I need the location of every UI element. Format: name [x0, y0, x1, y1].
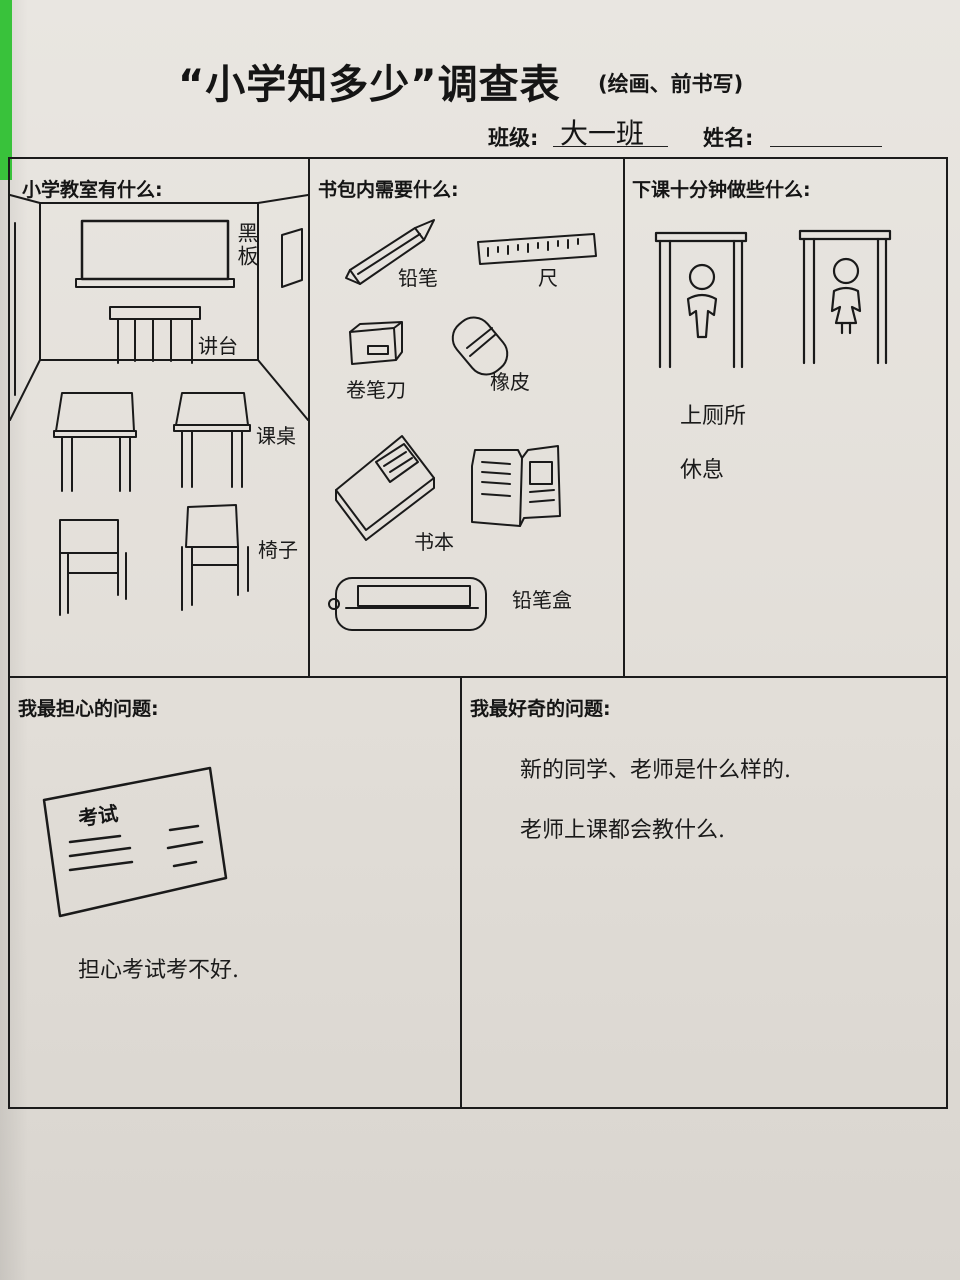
male-restroom-door [656, 233, 746, 367]
curious-section-title: 我最好奇的问题: [470, 698, 611, 720]
class-label: 班级: [488, 126, 539, 150]
label-pencil-case: 铅笔盒 [512, 588, 572, 612]
label-podium: 讲台 [198, 334, 238, 358]
label-blackboard: 黑板 [235, 222, 259, 268]
divider-2 [623, 157, 625, 677]
name-underline [770, 146, 882, 147]
curious-line-2: 老师上课都会教什么. [520, 818, 725, 843]
label-pencil: 铅笔 [398, 266, 438, 290]
divider-middle [8, 676, 948, 678]
exam-card-label: 考试 [76, 801, 120, 831]
classroom-section-title: 小学教室有什么: [22, 179, 163, 201]
female-restroom-door [800, 231, 890, 363]
break-section-title: 下课十分钟做些什么: [632, 179, 811, 201]
curious-line-1: 新的同学、老师是什么样的. [520, 758, 791, 783]
sharpener-drawing [350, 322, 402, 364]
open-book-drawing [472, 446, 560, 526]
label-chair: 椅子 [258, 538, 298, 562]
classroom-drawing [10, 195, 308, 615]
restroom-doors-drawing [652, 225, 902, 375]
label-eraser: 橡皮 [490, 370, 530, 394]
ruler-drawing [478, 234, 596, 264]
label-desk: 课桌 [256, 424, 296, 448]
pencil-drawing [346, 220, 434, 284]
break-item-toilet: 上厕所 [680, 404, 747, 429]
podium-drawing [110, 307, 200, 319]
class-underline [553, 146, 668, 147]
class-value: 大一班 [560, 117, 645, 150]
name-label: 姓名: [703, 126, 754, 150]
survey-table [8, 157, 948, 1109]
label-ruler: 尺 [538, 266, 558, 290]
blackboard-drawing [82, 221, 228, 279]
page-subtitle: (绘画、前书写) [598, 72, 744, 96]
closed-book-drawing [336, 436, 434, 540]
page-title: “小学知多少”调查表 [178, 62, 561, 108]
desk-drawing [54, 393, 136, 491]
pencil-case-drawing [329, 578, 486, 630]
worry-text: 担心考试考不好. [78, 958, 239, 983]
green-background-strip [0, 0, 12, 180]
divider-3 [460, 676, 462, 1109]
exam-card-drawing [40, 766, 230, 916]
schoolbag-section-title: 书包内需要什么: [318, 179, 459, 201]
break-item-rest: 休息 [680, 458, 725, 483]
label-book: 书本 [414, 530, 454, 554]
eraser-drawing [445, 310, 514, 382]
page-edge-shadow [0, 0, 28, 1280]
chair-drawing [60, 520, 126, 615]
schoolbag-drawing [310, 200, 622, 640]
worry-section-title: 我最担心的问题: [18, 698, 159, 720]
label-sharpener: 卷笔刀 [346, 378, 406, 402]
divider-1 [308, 157, 310, 677]
